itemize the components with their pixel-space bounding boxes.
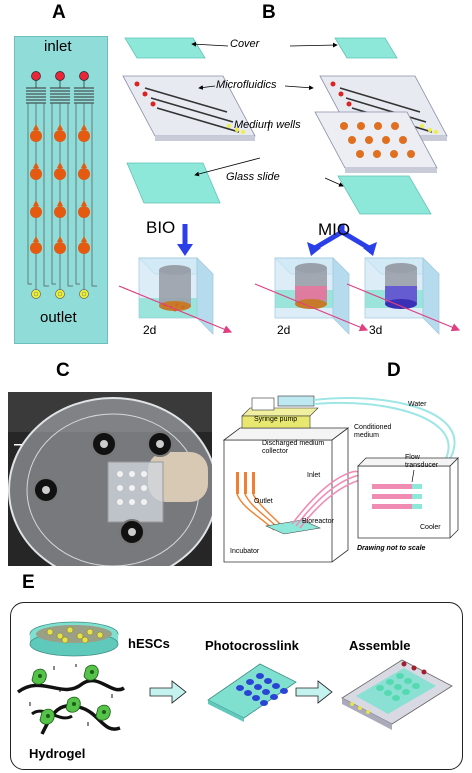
panel-label-d: D — [387, 360, 401, 381]
medium-wells-label: Medium wells — [234, 119, 301, 131]
hescs-label: hESCs — [128, 636, 170, 651]
inlet-label-d: Inlet — [307, 472, 321, 479]
inlet-label: inlet — [44, 38, 72, 55]
bio-day-label: 2d — [143, 323, 157, 337]
bio-label: BIO — [146, 218, 176, 237]
mio-arrow — [313, 224, 371, 251]
syringe-pump — [241, 395, 319, 429]
glass-slide-label: Glass slide — [226, 171, 280, 183]
bioreactor-label: Bioreactor — [302, 518, 334, 525]
panel-label-c: C — [56, 360, 70, 381]
flow-transducers — [372, 484, 422, 509]
assembled-device — [341, 659, 453, 730]
petri-dish — [29, 621, 119, 657]
channel-column — [26, 71, 49, 299]
mio-cube-3d — [346, 257, 461, 335]
medium-wells-plate — [314, 111, 438, 173]
mio-day-right-label: 3d — [369, 323, 383, 337]
assemble-label: Assemble — [349, 638, 411, 653]
microfluidics-chip-left — [122, 75, 256, 141]
cover-left — [124, 37, 206, 59]
discharged-medium-collector-text: Discharged medium collector — [262, 440, 325, 455]
panel-label-b: B — [262, 2, 276, 23]
hydrogel-label: Hydrogel — [29, 746, 86, 761]
device-photo-illustration — [8, 392, 212, 566]
mio-cube-2d — [254, 257, 369, 335]
glass-slide-left — [126, 162, 221, 204]
discharged-medium-collector-label: Discharged medium collector — [262, 440, 338, 456]
setup-schematic — [222, 395, 459, 563]
bioreactor — [264, 519, 322, 535]
flow-transducer-label: Flow transducer — [405, 454, 453, 470]
assembly-exploded-diagram — [118, 37, 461, 335]
panel-label-a: A — [52, 2, 66, 23]
workflow-arrow-2 — [295, 680, 333, 704]
cover-right — [334, 37, 398, 59]
conditioned-medium-text: Conditioned medium — [354, 424, 392, 439]
outlet-label-d: Outlet — [254, 498, 273, 505]
cooler-label: Cooler — [420, 524, 441, 531]
hydrogel-cells — [16, 664, 125, 735]
channel-column — [74, 71, 97, 299]
workflow-arrow-1 — [149, 680, 187, 704]
outlet-label: outlet — [40, 309, 77, 326]
incubator-label: Incubator — [230, 548, 260, 555]
flow-transducer-text: Flow transducer — [405, 454, 439, 469]
microfluidics-label: Microfluidics — [216, 79, 277, 91]
mio-day-left-label: 2d — [277, 323, 291, 337]
drawing-note: Drawing not to scale — [357, 545, 426, 552]
panel-label-e: E — [22, 572, 35, 593]
bio-cube — [118, 257, 233, 335]
glass-slide-right — [337, 175, 432, 215]
cover-label: Cover — [230, 38, 260, 50]
chip-channels-diagram — [26, 71, 97, 299]
device-photo — [8, 392, 212, 566]
water-label: Water — [408, 401, 427, 408]
conditioned-medium-label: Conditioned medium — [354, 424, 402, 440]
photocrosslink-label: Photocrosslink — [205, 638, 299, 653]
syringe-pump-label: Syringe pump — [254, 416, 298, 423]
workflow-diagram — [16, 621, 453, 735]
mio-label: MIO — [318, 220, 351, 239]
channel-column — [50, 71, 73, 299]
crosslinked-slide — [207, 663, 297, 722]
